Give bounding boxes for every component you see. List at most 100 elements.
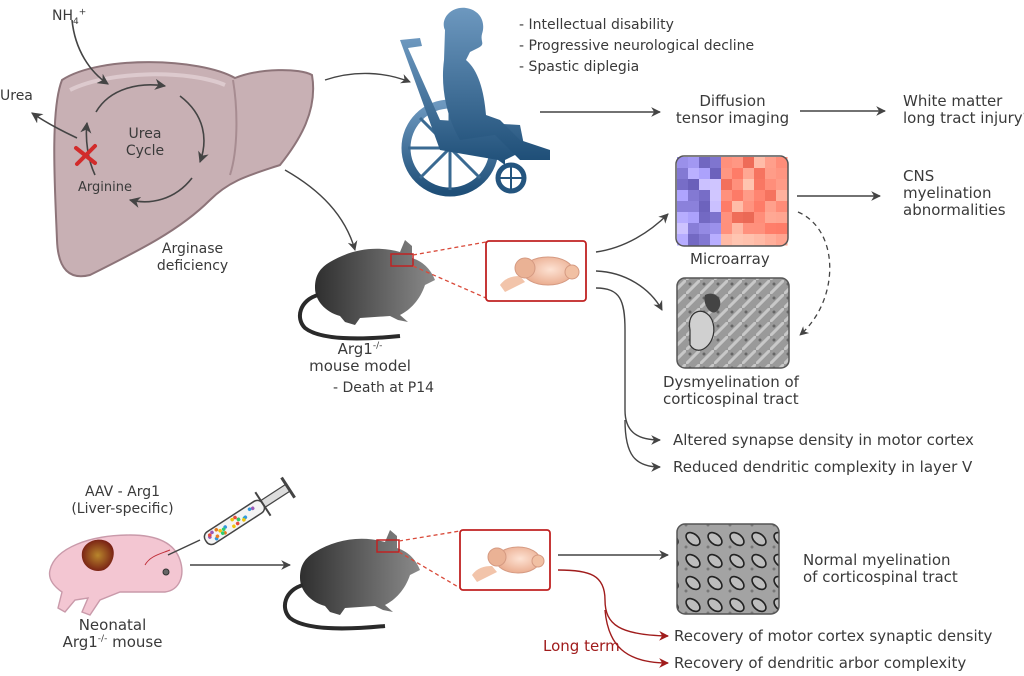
heatmap-cell xyxy=(776,157,788,169)
heatmap-cell xyxy=(721,234,733,246)
heatmap-cell xyxy=(721,201,733,213)
heatmap-cell xyxy=(743,190,755,202)
heatmap-cell xyxy=(699,168,711,180)
heatmap-cell xyxy=(721,168,733,180)
heatmap-cell xyxy=(743,168,755,180)
heatmap-cell xyxy=(765,212,777,224)
heatmap-cell xyxy=(721,190,733,202)
heatmap-cell xyxy=(688,157,700,169)
treated-mouse-illustration xyxy=(282,530,420,631)
normal-myelination-em-image xyxy=(676,523,780,615)
heatmap-cell xyxy=(765,234,777,246)
neonatal-mouse-illustration xyxy=(48,534,183,616)
heatmap-cell xyxy=(754,157,766,169)
arrow-brain-to-synapse xyxy=(595,287,661,445)
heatmap-cell xyxy=(732,190,744,202)
vector-particle xyxy=(207,533,212,537)
urea-cycle-arrows xyxy=(31,19,209,208)
heatmap-cell xyxy=(710,234,722,246)
arrow-liver-to-patient xyxy=(324,72,411,84)
heatmap-cell xyxy=(677,168,689,180)
aav-arg1-label: AAV - Arg1(Liver-specific) xyxy=(71,484,174,517)
heatmap-cell xyxy=(699,190,711,202)
heatmap-cell xyxy=(754,190,766,202)
heatmap-cell xyxy=(710,223,722,235)
microarray-label: Microarray xyxy=(690,250,770,268)
heatmap-cell xyxy=(710,157,722,169)
death-p14-label: - Death at P14 xyxy=(333,380,435,396)
heatmap-cell xyxy=(732,223,744,235)
heatmap-cell xyxy=(721,212,733,224)
heatmap-cell xyxy=(688,179,700,191)
heatmap-cell xyxy=(699,212,711,224)
heatmap-cell xyxy=(754,212,766,224)
arrow-long-term-dendritic xyxy=(604,609,669,668)
mouse-model-label: Arg1-/- mouse model xyxy=(309,340,411,375)
outcome-recovery-synaptic: Recovery of motor cortex synaptic densit… xyxy=(674,627,993,645)
vector-particle xyxy=(236,517,241,522)
vector-particle xyxy=(243,515,248,520)
outcome-dendritic-complexity: Reduced dendritic complexity in layer V xyxy=(673,458,973,476)
heatmap-cell xyxy=(776,168,788,180)
heatmap-cell xyxy=(688,201,700,213)
heatmap-cell xyxy=(765,223,777,235)
heatmap-cell xyxy=(732,168,744,180)
arrow-brain-to-dysmyelination xyxy=(595,270,663,311)
heatmap-cell xyxy=(776,190,788,202)
heatmap-cell xyxy=(699,234,711,246)
heatmap-cell xyxy=(677,190,689,202)
heatmap-cell xyxy=(710,179,722,191)
vector-particle xyxy=(218,528,222,533)
heatmap-cell xyxy=(677,179,689,191)
outcome-recovery-dendritic: Recovery of dendritic arbor complexity xyxy=(674,654,967,672)
heatmap-cell xyxy=(732,234,744,246)
heatmap-cell xyxy=(710,201,722,213)
vector-particle xyxy=(214,527,219,532)
heatmap-cell xyxy=(677,157,689,169)
brain-icon-bottom xyxy=(472,546,545,582)
heatmap-cell xyxy=(699,223,711,235)
heatmap-cell xyxy=(765,201,777,213)
vector-particle xyxy=(242,518,246,522)
heatmap-cell xyxy=(776,212,788,224)
arrow-liver-to-mouse xyxy=(284,169,358,251)
vector-particle xyxy=(232,524,236,529)
heatmap-cell xyxy=(765,179,777,191)
arrow-brain-to-dendritic xyxy=(624,419,661,472)
heatmap-cell xyxy=(776,179,788,191)
heatmap-cell xyxy=(754,223,766,235)
vector-particle xyxy=(215,534,220,539)
heatmap-cell xyxy=(732,212,744,224)
heatmap-cell xyxy=(710,212,722,224)
heatmap-cell xyxy=(765,190,777,202)
heatmap-cell xyxy=(677,234,689,246)
heatmap-cell xyxy=(732,201,744,213)
neonatal-mouse-label: Neonatal Arg1-/- mouse xyxy=(62,616,163,651)
heatmap-cell xyxy=(710,168,722,180)
heatmap-cell xyxy=(743,201,755,213)
heatmap-cell xyxy=(732,157,744,169)
heatmap-cell xyxy=(776,234,788,246)
heatmap-cell xyxy=(721,179,733,191)
long-term-label: Long term xyxy=(543,637,620,655)
heatmap-cell xyxy=(688,190,700,202)
zoom-lines-bottom xyxy=(398,530,461,589)
heatmap-cell xyxy=(721,223,733,235)
heatmap-cell xyxy=(721,157,733,169)
heatmap-cell xyxy=(677,212,689,224)
heatmap-cell xyxy=(754,179,766,191)
vector-particle xyxy=(247,507,252,512)
microarray-heatmap xyxy=(677,157,788,246)
heatmap-cell xyxy=(688,212,700,224)
wheelchair-child-icon xyxy=(400,7,550,197)
heatmap-cell xyxy=(677,223,689,235)
heatmap-cell xyxy=(677,201,689,213)
